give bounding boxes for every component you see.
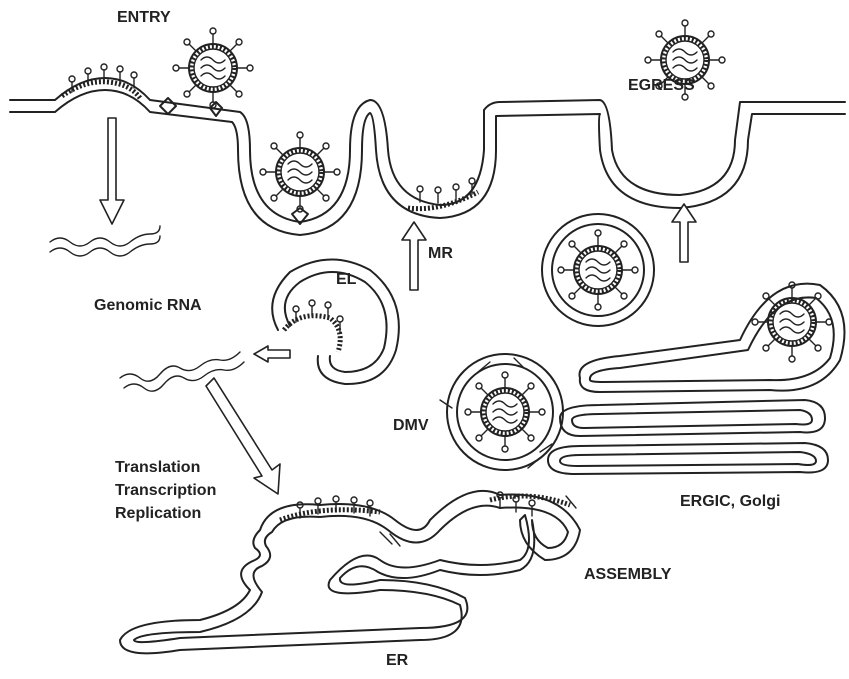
- entry-down-arrow: [100, 118, 124, 224]
- label-egress: EGRESS: [628, 76, 695, 96]
- mr-spikes: [417, 178, 475, 203]
- virion-dmv: [465, 372, 545, 452]
- virion-golgi: [752, 282, 832, 362]
- egress-up-arrow: [672, 204, 696, 262]
- label-er: ER: [386, 651, 408, 671]
- plasma-membrane: [10, 78, 845, 235]
- label-ergic-golgi: ERGIC, Golgi: [680, 492, 780, 512]
- label-translation: Translation: [115, 458, 200, 478]
- label-el: EL: [336, 270, 356, 290]
- virion-entry: [173, 28, 253, 108]
- ergic-golgi: [548, 282, 845, 474]
- translation-arrow: [206, 378, 280, 494]
- virion-vesicle: [558, 230, 638, 310]
- label-genomic-rna: Genomic RNA: [94, 296, 202, 316]
- label-dmv: DMV: [393, 416, 429, 436]
- label-entry: ENTRY: [117, 8, 171, 28]
- label-assembly: ASSEMBLY: [584, 565, 671, 585]
- virion-endocytosis: [260, 132, 340, 212]
- label-transcription: Transcription: [115, 481, 216, 501]
- label-replication: Replication: [115, 504, 201, 524]
- label-mr: MR: [428, 244, 453, 264]
- mr-up-arrow: [402, 222, 426, 290]
- el-left-arrow: [254, 346, 290, 362]
